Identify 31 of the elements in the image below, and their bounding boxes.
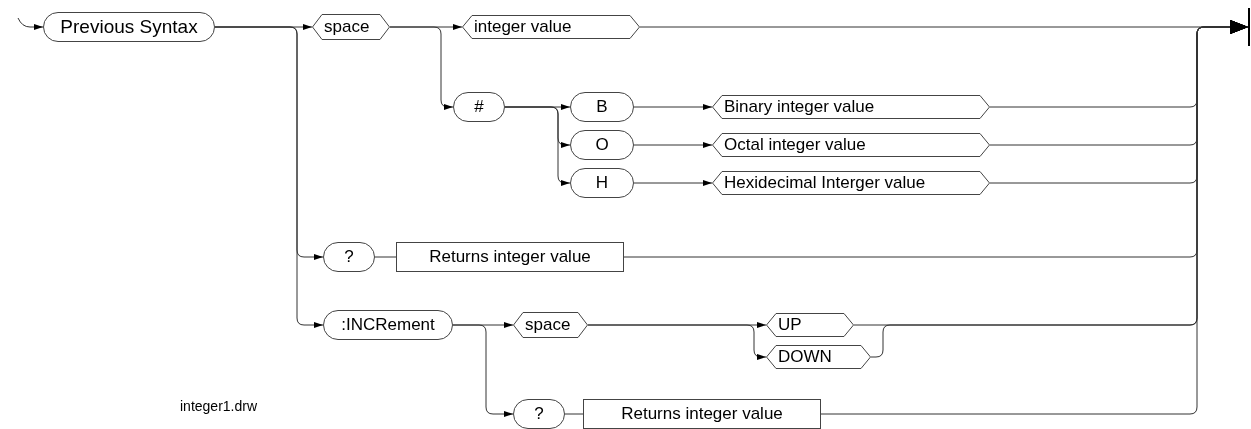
arrow [820,20,1249,415]
parameter-hexagon: Binary integer value [712,95,990,119]
response-box: Returns integer value [583,399,821,429]
keyword-pill: ? [323,242,375,272]
file-name-note: integer1.drw [180,397,258,416]
arrow [587,324,767,360]
keyword-pill: O [570,130,634,160]
keyword-pill: Previous Syntax [43,12,215,42]
keyword-pill: # [453,92,505,122]
keyword-pill: H [570,168,634,198]
arrow [633,180,713,186]
arrow [633,104,713,110]
arrow [504,106,571,186]
response-box: Returns integer value [396,242,624,272]
parameter-hexagon: integer value [462,15,640,39]
parameter-hexagon: Hexidecimal Interger value [712,171,990,195]
keyword-pill: B [570,92,634,122]
keyword-pill: :INCRement [323,310,453,340]
parameter-hexagon: space [312,14,390,40]
arrow [214,26,324,328]
connector-line [564,413,584,415]
parameter-hexagon: space [513,312,588,338]
arrow [452,324,514,417]
arrow [633,142,713,148]
parameter-hexagon: Octal integer value [712,133,990,157]
connector-line [374,256,397,258]
parameter-hexagon: DOWN [766,345,871,369]
arrow [389,26,454,110]
arrow [17,17,44,30]
keyword-pill: ? [513,399,565,429]
parameter-hexagon: UP [766,313,854,337]
